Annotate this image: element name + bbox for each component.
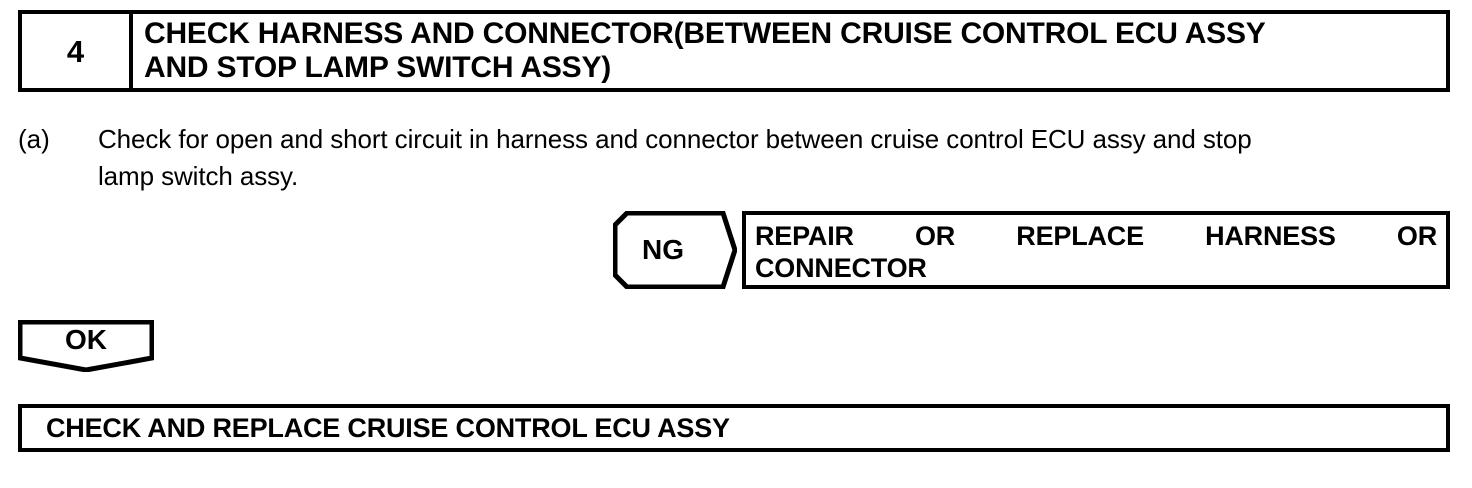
ng-result-box: REPAIR OR REPLACE HARNESS OR CONNECTOR: [742, 211, 1450, 289]
ng-branch-arrow: NG: [613, 211, 737, 289]
step-title: CHECK HARNESS AND CONNECTOR(BETWEEN CRUI…: [144, 17, 1266, 84]
procedure-item: (a) Check for open and short circuit in …: [18, 121, 1458, 195]
ng-result-text: REPAIR OR REPLACE HARNESS OR CONNECTOR: [755, 220, 1437, 316]
ok-branch-arrow: OK: [18, 320, 154, 372]
ng-result-line2: CONNECTOR: [755, 253, 927, 283]
step-number-cell: 4: [22, 14, 133, 88]
ng-label: NG: [642, 234, 684, 265]
procedure-marker: (a): [18, 124, 50, 154]
ng-arrow-shape: [613, 211, 737, 289]
ng-result-line1: REPAIR OR REPLACE HARNESS OR: [755, 221, 1437, 251]
step-header-box: 4 CHECK HARNESS AND CONNECTOR(BETWEEN CR…: [18, 10, 1450, 92]
ok-label: OK: [65, 324, 107, 355]
final-result-text: CHECK AND REPLACE CRUISE CONTROL ECU ASS…: [46, 412, 730, 443]
step-title-cell: CHECK HARNESS AND CONNECTOR(BETWEEN CRUI…: [133, 14, 1446, 88]
final-result-box: CHECK AND REPLACE CRUISE CONTROL ECU ASS…: [18, 404, 1450, 452]
step-number: 4: [66, 33, 85, 69]
ok-arrow-shape: [18, 320, 154, 372]
procedure-text: Check for open and short circuit in harn…: [98, 124, 1252, 191]
